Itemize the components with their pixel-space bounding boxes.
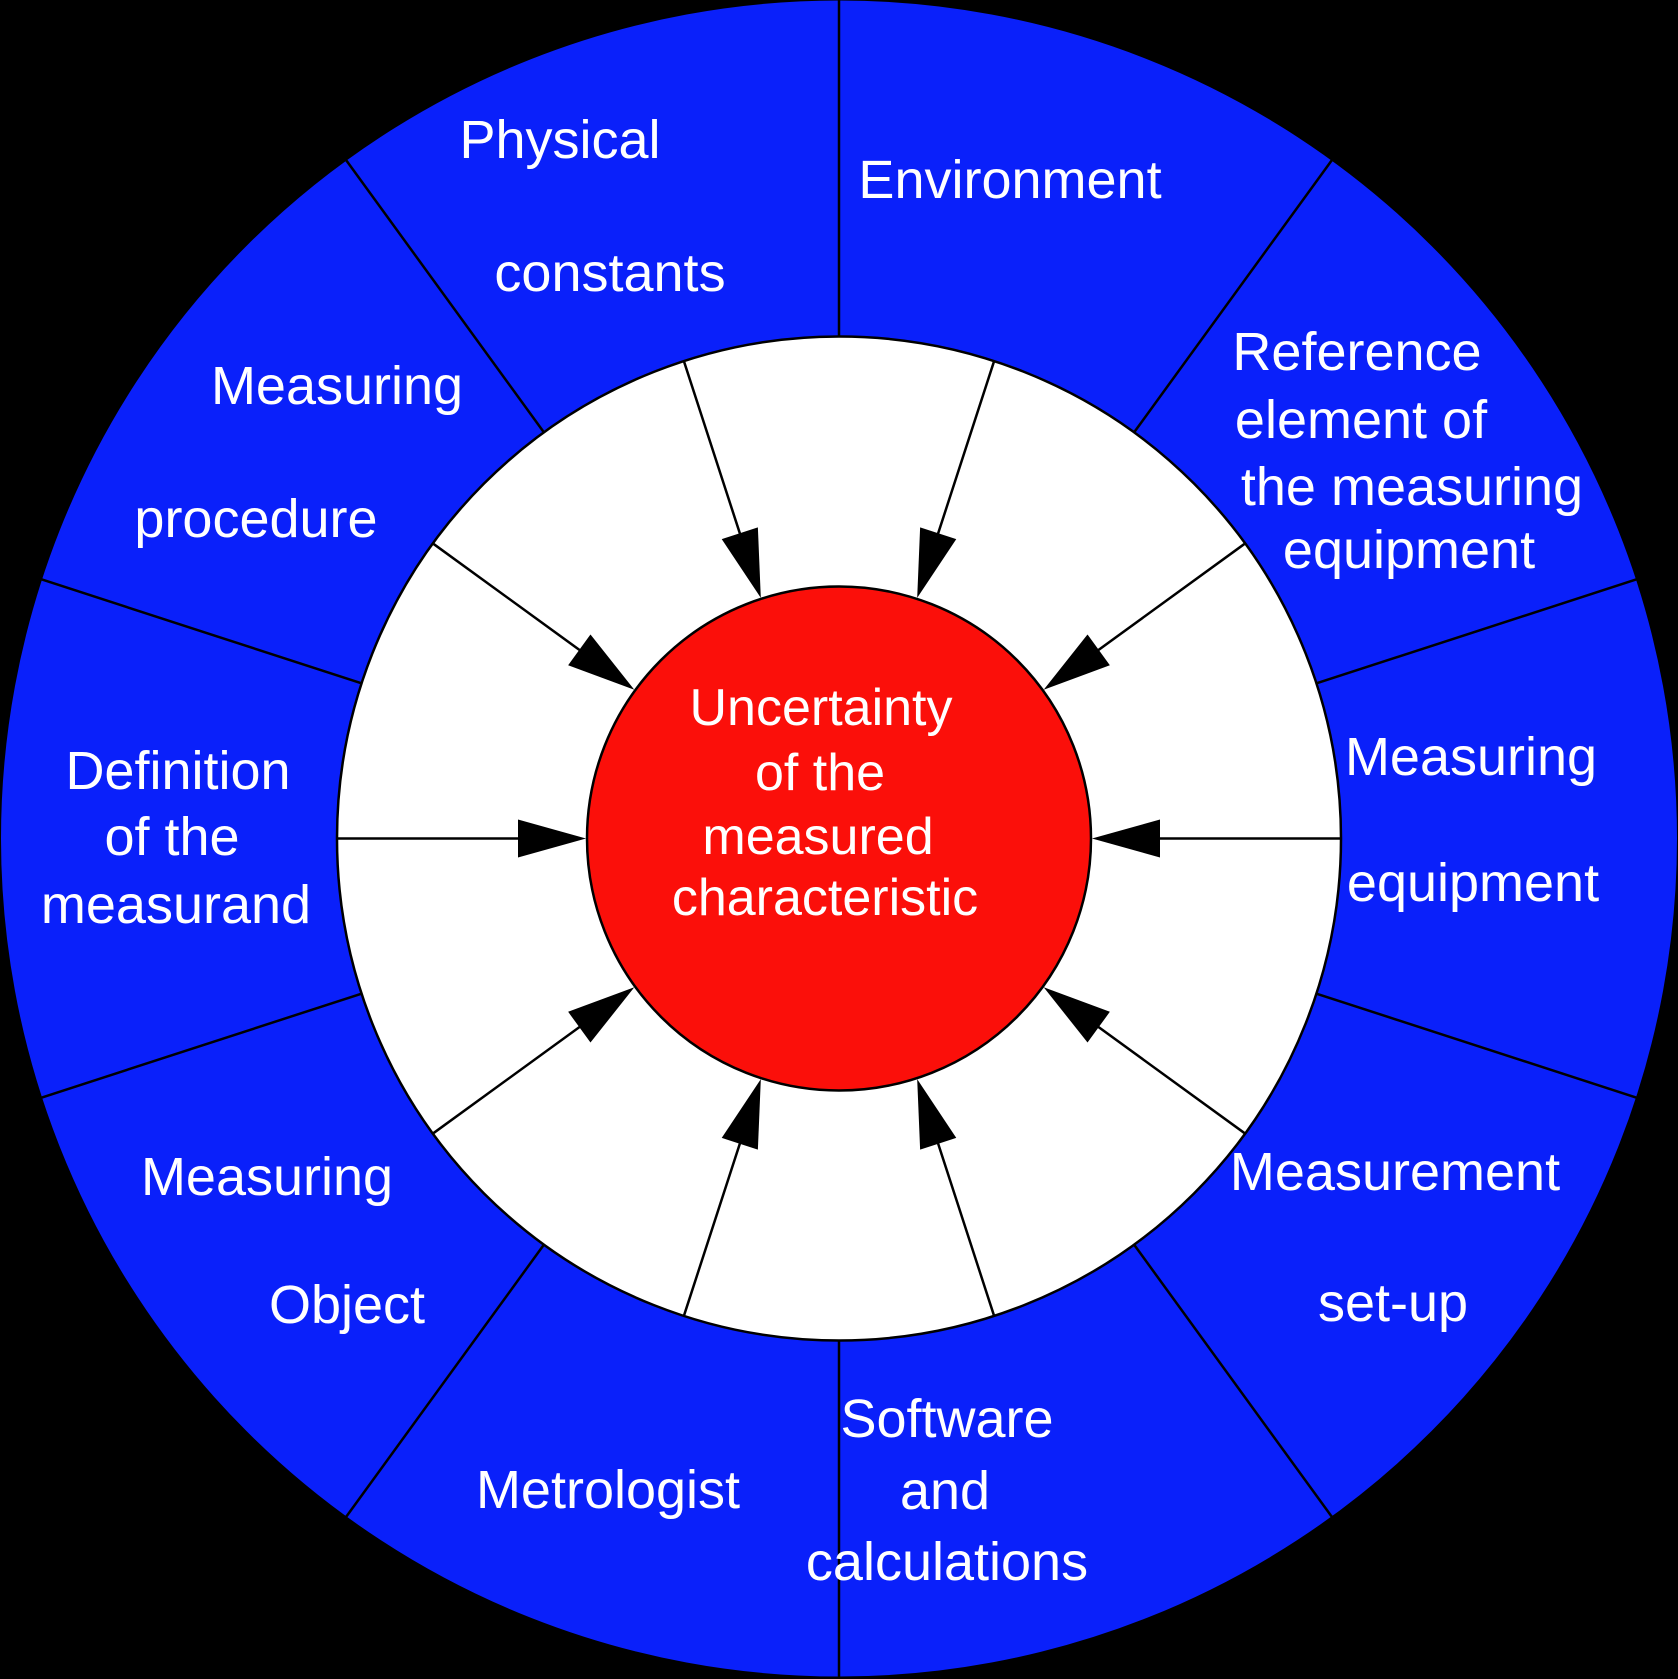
label-software-calculations-l1: Software <box>840 1389 1054 1449</box>
arrow-head-metrologist <box>721 1079 761 1150</box>
label-definition-measurand-l1: Definition <box>65 741 291 801</box>
label-measurement-set-up-l1: Measurement <box>1229 1142 1561 1202</box>
label-measuring-equipment-l2: equipment <box>1346 853 1600 913</box>
arrow-head-measuring-object <box>568 987 635 1043</box>
segment-divider-measurement-set-up <box>1316 992 1638 1099</box>
label-reference-element-l1: Reference <box>1232 322 1482 382</box>
segment-divider-measuring-equipment <box>1316 578 1638 685</box>
label-metrologist-l1: Metrologist <box>475 1460 741 1520</box>
arrow-tail-physical-constants <box>682 360 746 549</box>
label-measuring-equipment-l1: Measuring <box>1344 727 1598 787</box>
label-reference-element-l2: element of <box>1234 390 1488 450</box>
label-environment-l1: Environment <box>858 150 1162 210</box>
label-software-calculations-l3: calculations <box>805 1532 1089 1592</box>
arrow-head-physical-constants <box>721 527 761 598</box>
arrow-head-measuring-equipment <box>1092 819 1160 858</box>
arrow-tail-environment <box>932 360 996 549</box>
arrow-tail-measuring-object <box>432 1016 593 1135</box>
label-measuring-procedure-l2: procedure <box>134 489 378 549</box>
segment-divider-physical-constants <box>344 159 545 434</box>
segment-divider-reference-element <box>1133 159 1334 434</box>
label-measuring-procedure-l1: Measuring <box>210 356 464 416</box>
arrow-head-measurement-set-up <box>1043 987 1110 1043</box>
label-software-calculations-l2: and <box>899 1461 991 1521</box>
center-label-l4: characteristic <box>671 869 979 927</box>
arrow-head-reference-element <box>1043 634 1110 690</box>
arrow-tail-reference-element <box>1085 542 1246 661</box>
arrow-tail-metrologist <box>682 1128 746 1317</box>
arrow-tail-measuring-procedure <box>432 542 593 661</box>
segment-divider-software-calculations <box>1133 1243 1334 1518</box>
center-label-l3: measured <box>702 808 934 866</box>
arrow-tail-software-calculations <box>932 1128 996 1317</box>
arrow-head-software-calculations <box>917 1079 957 1150</box>
center-red-circle <box>585 585 1093 1092</box>
label-reference-element-l4: equipment <box>1282 520 1536 580</box>
label-definition-measurand-l2: of the <box>104 807 240 867</box>
arrow-head-environment <box>917 527 957 598</box>
label-measuring-object-l1: Measuring <box>140 1147 394 1207</box>
label-reference-element-l3: the measuring <box>1240 457 1584 517</box>
label-physical-constants-l1: Physical <box>459 110 661 170</box>
segment-divider-measuring-object <box>344 1243 545 1518</box>
arrow-head-measuring-procedure <box>568 634 635 690</box>
segment-divider-measuring-procedure <box>40 578 362 685</box>
segment-divider-definition-measurand <box>40 992 362 1099</box>
arrow-tail-measurement-set-up <box>1085 1016 1246 1135</box>
label-measurement-set-up-l2: set-up <box>1317 1273 1469 1333</box>
arrow-head-definition-measurand <box>518 819 586 858</box>
label-physical-constants-l2: constants <box>494 243 726 303</box>
center-label-l2: of the <box>754 744 886 802</box>
label-measuring-object-l2: Object <box>268 1275 426 1335</box>
label-definition-measurand-l3: measurand <box>40 875 312 935</box>
center-label-l1: Uncertainty <box>689 679 953 737</box>
